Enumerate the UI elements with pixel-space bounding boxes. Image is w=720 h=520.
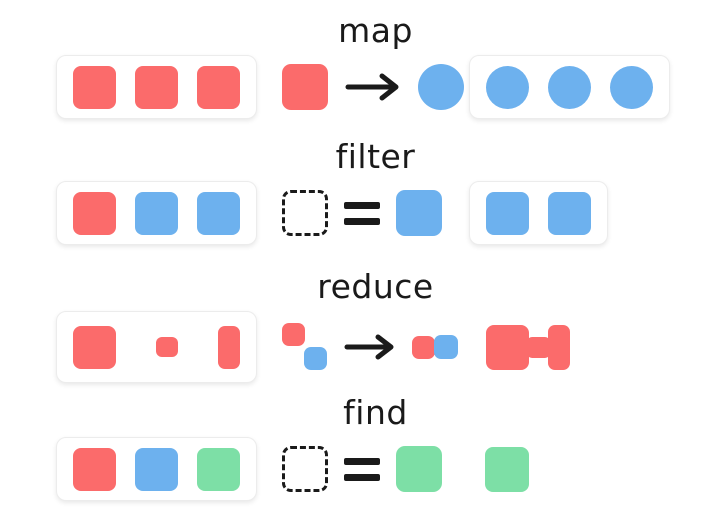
map-content-line — [56, 55, 720, 119]
find-input-array-box — [56, 437, 257, 501]
filter-row: filter — [56, 136, 720, 245]
map-operation — [282, 64, 469, 110]
map-title-line: map — [56, 10, 720, 52]
blue-circle — [418, 64, 464, 110]
arrow-right-icon — [344, 334, 394, 360]
reduce-accumulator-pair — [282, 323, 328, 371]
blue-square-small — [434, 335, 458, 359]
blue-circle — [610, 65, 653, 109]
dashed-placeholder-square-icon — [282, 446, 328, 492]
filter-title-line: filter — [56, 136, 720, 178]
blue-circle — [486, 65, 529, 109]
blue-square — [396, 190, 442, 236]
blue-circle — [548, 65, 591, 109]
green-square — [197, 447, 240, 491]
find-row: find — [56, 392, 720, 501]
reduce-row: reduce — [56, 266, 720, 383]
blue-square — [486, 191, 529, 235]
map-output — [469, 55, 720, 119]
arrow-right-icon — [345, 73, 399, 101]
map-output-array-box — [469, 55, 670, 119]
filter-operation — [282, 190, 469, 236]
find-operation — [282, 446, 469, 492]
filter-input-array-box — [56, 181, 257, 245]
red-combined-dumbbell-shape — [486, 324, 570, 370]
red-square — [282, 64, 328, 110]
filter-content-line — [56, 181, 720, 245]
reduce-output — [469, 324, 720, 370]
red-square — [73, 447, 116, 491]
green-square — [485, 446, 529, 492]
red-connector-small — [527, 336, 550, 358]
red-square — [73, 191, 116, 235]
map-row: map — [56, 10, 720, 119]
red-square-large — [73, 325, 116, 369]
filter-output-array-box — [469, 181, 608, 245]
find-title-line: find — [56, 392, 720, 434]
red-rect-tall — [218, 325, 240, 369]
blue-square — [548, 191, 591, 235]
equals-icon — [344, 457, 380, 481]
map-input-array-box — [56, 55, 257, 119]
filter-title: filter — [335, 137, 416, 176]
red-rect-tall — [548, 324, 570, 370]
filter-output — [469, 181, 720, 245]
find-content-line — [56, 437, 720, 501]
red-square — [197, 65, 240, 109]
red-square — [135, 65, 178, 109]
reduce-operation — [282, 323, 469, 371]
reduce-title: reduce — [317, 267, 434, 306]
red-square — [73, 65, 116, 109]
reduce-input-array-box — [56, 311, 257, 383]
red-square-small — [412, 335, 435, 359]
red-square-small — [282, 323, 305, 346]
red-square-small — [156, 337, 178, 357]
reduce-content-line — [56, 311, 720, 383]
equals-icon — [344, 201, 380, 225]
reduce-combined-pair — [412, 335, 458, 359]
green-square — [396, 446, 442, 492]
blue-square-small — [304, 347, 327, 370]
find-output — [469, 446, 720, 492]
map-title: map — [338, 11, 413, 50]
find-title: find — [343, 393, 408, 432]
reduce-title-line: reduce — [56, 266, 720, 308]
blue-square — [135, 447, 178, 491]
red-square-large — [486, 324, 529, 370]
dashed-placeholder-square-icon — [282, 190, 328, 236]
blue-square — [197, 191, 240, 235]
blue-square — [135, 191, 178, 235]
